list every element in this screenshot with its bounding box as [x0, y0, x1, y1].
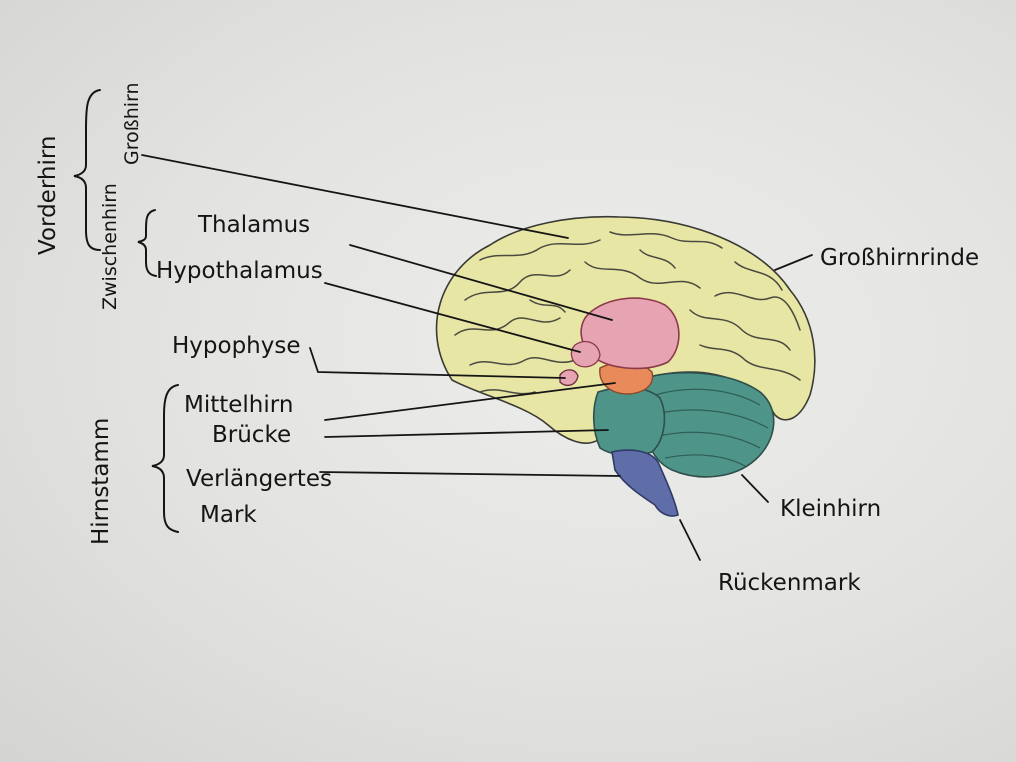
label-hypophyse: Hypophyse [172, 333, 301, 359]
label-verlaengertes: Verlängertes [186, 466, 332, 492]
leader-verlaengertes [320, 472, 620, 476]
leader-grosshirnrinde [775, 255, 812, 270]
bracket-vorderhirn [74, 90, 100, 250]
label-rueckenmark: Rückenmark [718, 570, 861, 596]
leader-rueckenmark [680, 520, 700, 560]
bracket-hirnstamm [152, 385, 178, 532]
label-mark: Mark [200, 502, 257, 528]
leader-kleinhirn [742, 475, 768, 502]
label-kleinhirn: Kleinhirn [780, 496, 881, 522]
label-grosshirnrinde: Großhirnrinde [820, 245, 979, 271]
label-hirnstamm: Hirnstamm [88, 418, 114, 545]
brain-drawing [437, 217, 815, 516]
pons-shape [594, 387, 665, 455]
label-thalamus: Thalamus [197, 212, 310, 238]
label-bruecke: Brücke [212, 422, 291, 448]
hypothalamus-shape [571, 342, 600, 367]
label-hypothalamus: Hypothalamus [156, 258, 323, 284]
label-zwischenhirn: Zwischenhirn [99, 183, 121, 310]
bracket-zwischenhirn [138, 210, 156, 276]
label-vorderhirn: Vorderhirn [35, 136, 61, 255]
label-mittelhirn: Mittelhirn [184, 392, 293, 418]
label-grosshirn: Großhirn [121, 82, 143, 165]
